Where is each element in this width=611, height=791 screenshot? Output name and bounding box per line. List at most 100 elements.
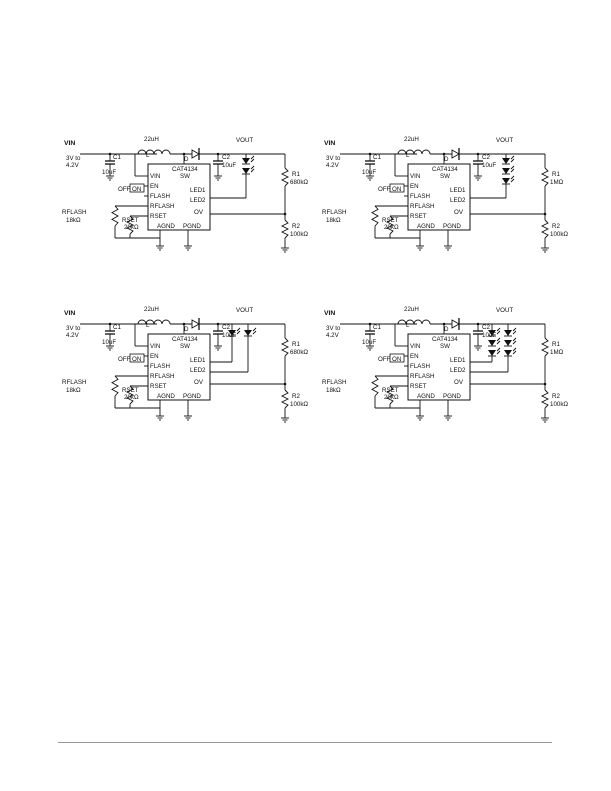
led-icon xyxy=(504,337,517,347)
r1-value: 680kΩ xyxy=(290,349,308,356)
pin-ov: OV xyxy=(454,379,464,386)
agnd-ground-icon xyxy=(156,412,164,421)
pin-pgnd: PGND xyxy=(183,393,201,400)
r1-resistor xyxy=(280,337,290,357)
pin-rset: RSET xyxy=(150,213,167,220)
r2-resistor xyxy=(540,389,550,409)
diode-ref: D xyxy=(444,156,449,163)
pgnd-ground-icon xyxy=(184,412,192,421)
diode-ref: D xyxy=(184,326,189,333)
pin-rset: RSET xyxy=(410,213,427,220)
agnd-ground-icon xyxy=(156,242,164,251)
c2-label: C2 xyxy=(482,324,490,331)
c1-capacitor xyxy=(365,160,375,165)
c2-value: 10uF xyxy=(222,332,236,339)
inductor-coil xyxy=(137,319,171,325)
off-label: OFF xyxy=(378,356,391,363)
pgnd-ground-icon xyxy=(184,242,192,251)
c1-label: C1 xyxy=(373,324,381,331)
vin-range-label: 3V to xyxy=(326,155,341,162)
c1-label: C1 xyxy=(373,154,381,161)
rflash-value: 18kΩ xyxy=(326,387,341,394)
pin-en: EN xyxy=(410,353,419,360)
r1-resistor xyxy=(280,167,290,187)
chip-name: CAT4134 xyxy=(432,336,458,343)
c2-value: 10uF xyxy=(482,162,496,169)
vin-range-label: 3V to xyxy=(66,325,81,332)
pin-led1: LED1 xyxy=(190,357,206,364)
pin-flash: FLASH xyxy=(150,193,170,200)
rflash-label: RFLASH xyxy=(322,379,346,386)
cat4134-chip xyxy=(147,333,211,401)
vout-label: VOUT xyxy=(236,307,253,314)
c2-ground-icon xyxy=(214,342,222,351)
rflash-resistor xyxy=(111,205,119,227)
pin-sw: SW xyxy=(440,173,450,180)
r2-value: 100kΩ xyxy=(290,401,308,408)
c1-ground-icon xyxy=(106,342,114,351)
vin-label: VIN xyxy=(64,140,75,147)
pin-agnd: AGND xyxy=(157,223,175,230)
rset-resistor xyxy=(125,215,135,235)
c1-value: 10uF xyxy=(362,169,376,176)
c2-value: 10uF xyxy=(482,332,496,339)
c1-value: 10uF xyxy=(102,169,116,176)
c1-ground-icon xyxy=(366,342,374,351)
inductor-ref: L xyxy=(406,152,410,159)
schottky-diode xyxy=(191,318,200,330)
pgnd-ground-icon xyxy=(444,242,452,251)
cat4134-chip xyxy=(407,163,471,231)
rflash-label: RFLASH xyxy=(322,209,346,216)
r2-resistor xyxy=(280,219,290,239)
pin-led2: LED2 xyxy=(190,197,206,204)
c2-value: 10uF xyxy=(222,162,236,169)
r2-resistor xyxy=(280,389,290,409)
chip-name: CAT4134 xyxy=(172,166,198,173)
r2-ground-icon xyxy=(541,414,549,423)
c2-ground-icon xyxy=(214,172,222,181)
vout-label: VOUT xyxy=(236,137,253,144)
off-label: OFF xyxy=(118,186,131,193)
on-label: ON xyxy=(132,186,141,193)
c2-label: C2 xyxy=(222,154,230,161)
vin-range-label: 4.2V xyxy=(326,162,340,169)
c1-label: C1 xyxy=(113,154,121,161)
c1-value: 10uF xyxy=(362,339,376,346)
led-icon xyxy=(242,165,255,175)
vout-label: VOUT xyxy=(496,137,513,144)
led-icon xyxy=(244,327,257,337)
inductor-coil xyxy=(397,319,431,325)
diode-ref: D xyxy=(184,156,189,163)
c2-ground-icon xyxy=(474,172,482,181)
led-icon xyxy=(502,175,515,185)
chip-name: CAT4134 xyxy=(432,166,458,173)
pin-ov: OV xyxy=(194,379,204,386)
c2-ground-icon xyxy=(474,342,482,351)
cat4134-chip xyxy=(147,163,211,231)
on-label: ON xyxy=(392,186,401,193)
inductor-value: 22uH xyxy=(144,306,159,313)
rflash-value: 18kΩ xyxy=(66,217,81,224)
schottky-diode xyxy=(451,318,460,330)
off-label: OFF xyxy=(378,186,391,193)
r1-resistor xyxy=(540,337,550,357)
pin-vin: VIN xyxy=(410,173,420,180)
r1-label: R1 xyxy=(552,171,560,178)
pin-led2: LED2 xyxy=(450,367,466,374)
rflash-label: RFLASH xyxy=(62,209,86,216)
pin-rflash: RFLASH xyxy=(410,203,434,210)
pin-pgnd: PGND xyxy=(443,393,461,400)
r1-label: R1 xyxy=(292,341,300,348)
r1-value: 1MΩ xyxy=(550,179,564,186)
r1-label: R1 xyxy=(552,341,560,348)
led-icon xyxy=(502,155,515,165)
pin-rflash: RFLASH xyxy=(150,373,174,380)
r2-label: R2 xyxy=(292,223,300,230)
c1-label: C1 xyxy=(113,324,121,331)
